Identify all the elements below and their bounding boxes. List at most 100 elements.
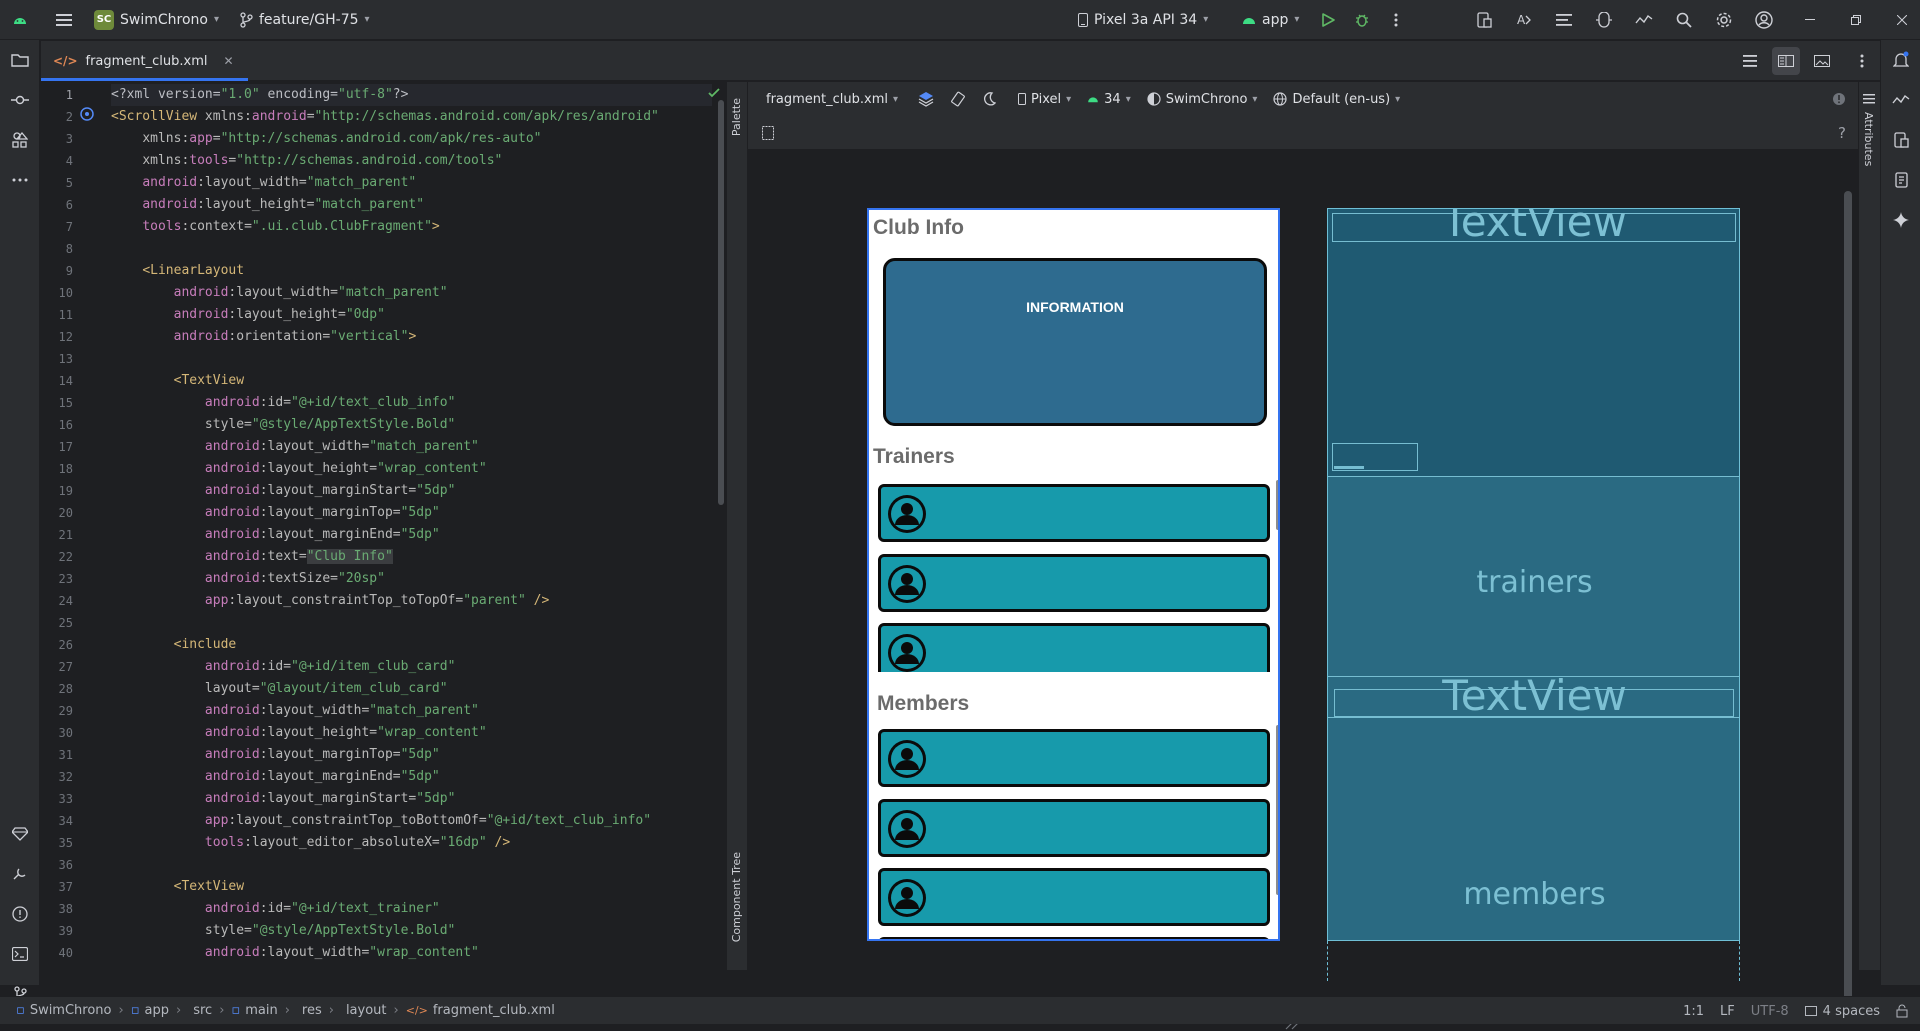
restore-icon[interactable] xyxy=(1842,6,1870,34)
device-type-selector[interactable]: Pixel ▾ xyxy=(1012,86,1077,112)
code-line[interactable]: android:text="Club Info" xyxy=(111,546,712,568)
gutter-sync-icon[interactable] xyxy=(79,106,95,122)
code-line[interactable]: android:layout_width="match_parent" xyxy=(111,172,712,194)
design-preview-screen[interactable]: Club Info INFORMATION Trainers Members xyxy=(867,208,1280,941)
debug-icon[interactable] xyxy=(1348,6,1376,34)
bp-trainers-section[interactable]: trainers xyxy=(1328,476,1739,676)
code-line[interactable]: android:layout_height="match_parent" xyxy=(111,194,712,216)
canvas-scrollbar[interactable] xyxy=(1844,191,1852,1001)
device-manager-icon[interactable] xyxy=(1470,6,1498,34)
device-frame-icon[interactable] xyxy=(762,126,774,140)
gem-icon[interactable] xyxy=(0,814,40,854)
code-line[interactable] xyxy=(111,854,712,876)
palette-tab[interactable]: Palette xyxy=(730,98,743,137)
search-icon[interactable] xyxy=(1670,6,1698,34)
code-line[interactable]: <ScrollView xmlns:android="http://schema… xyxy=(111,106,712,128)
build-variants-icon[interactable] xyxy=(1550,6,1578,34)
code-line[interactable]: android:id="@+id/text_trainer" xyxy=(111,898,712,920)
bp-textview-box[interactable] xyxy=(1332,213,1736,242)
trainers-scrollbar[interactable] xyxy=(1276,480,1278,530)
editor-scrollbar[interactable] xyxy=(718,100,724,505)
code-line[interactable]: android:layout_height="wrap_content" xyxy=(111,722,712,744)
code-line[interactable]: android:layout_marginEnd="5dp" xyxy=(111,766,712,788)
code-line[interactable]: android:layout_width="match_parent" xyxy=(111,700,712,722)
project-selector[interactable]: SC SwimChrono ▾ xyxy=(88,6,225,34)
trainers-title[interactable]: Trainers xyxy=(873,445,955,468)
code-line[interactable]: android:layout_width="wrap_content" xyxy=(111,942,712,964)
code-view-icon[interactable] xyxy=(1736,47,1764,75)
close-tab-icon[interactable]: ✕ xyxy=(223,54,234,68)
code-line[interactable]: android:layout_marginTop="5dp" xyxy=(111,502,712,524)
caret-position[interactable]: 1:1 xyxy=(1683,1003,1705,1019)
night-mode-toggle[interactable] xyxy=(976,86,1002,112)
design-canvas[interactable]: Club Info INFORMATION Trainers Members xyxy=(748,151,1858,1030)
code-line[interactable]: android:layout_marginTop="5dp" xyxy=(111,744,712,766)
device-explorer-icon[interactable] xyxy=(1881,160,1920,200)
member-card[interactable] xyxy=(878,729,1270,787)
more-tools-icon[interactable] xyxy=(0,160,40,200)
main-menu-icon[interactable] xyxy=(50,6,78,34)
code-line[interactable]: android:id="@+id/item_club_card" xyxy=(111,656,712,678)
trainer-card[interactable] xyxy=(878,554,1270,612)
breadcrumb-item[interactable]: src xyxy=(184,1003,216,1018)
file-encoding[interactable]: UTF-8 xyxy=(1750,1003,1789,1019)
information-card[interactable]: INFORMATION xyxy=(883,258,1267,426)
code-line[interactable]: android:layout_width="match_parent" xyxy=(111,282,712,304)
bp-small-view-box[interactable] xyxy=(1332,443,1418,471)
code-line[interactable]: xmlns:tools="http://schemas.android.com/… xyxy=(111,150,712,172)
breadcrumb-item[interactable]: ▫main xyxy=(227,1003,281,1018)
code-line[interactable]: <TextView xyxy=(111,876,712,898)
line-separator[interactable]: LF xyxy=(1720,1003,1735,1019)
club-info-title[interactable]: Club Info xyxy=(873,216,964,239)
code-line[interactable]: android:textSize="20sp" xyxy=(111,568,712,590)
members-scrollbar[interactable] xyxy=(1276,725,1278,895)
code-line[interactable]: xmlns:app="http://schemas.android.com/ap… xyxy=(111,128,712,150)
resource-manager-icon[interactable] xyxy=(0,120,40,160)
code-line[interactable]: tools:context=".ui.club.ClubFragment"> xyxy=(111,216,712,238)
more-actions-icon[interactable] xyxy=(1382,6,1410,34)
trainers-list[interactable] xyxy=(869,480,1278,672)
code-line[interactable]: android:id="@+id/text_club_info" xyxy=(111,392,712,414)
orientation-toggle[interactable] xyxy=(944,86,972,112)
code-line[interactable]: <LinearLayout xyxy=(111,260,712,282)
code-line[interactable]: layout="@layout/item_club_card" xyxy=(111,678,712,700)
bp-members-section[interactable]: TextView members xyxy=(1328,671,1739,940)
locale-selector[interactable]: Default (en-us) ▾ xyxy=(1267,86,1406,112)
attributes-tab[interactable]: Attributes xyxy=(1862,112,1875,167)
member-card[interactable] xyxy=(878,799,1270,857)
run-icon[interactable] xyxy=(1314,6,1342,34)
problems-icon[interactable] xyxy=(0,894,40,934)
code-line[interactable]: android:layout_marginStart="5dp" xyxy=(111,788,712,810)
device-selector[interactable]: Pixel 3a API 34 ▾ xyxy=(1072,6,1214,34)
settings-gear-icon[interactable] xyxy=(1710,6,1738,34)
app-inspection-icon[interactable] xyxy=(1590,6,1618,34)
breadcrumb-item[interactable]: layout xyxy=(337,1003,391,1018)
tab-options-icon[interactable] xyxy=(1848,47,1876,75)
layers-toggle[interactable] xyxy=(912,86,940,112)
member-card[interactable] xyxy=(878,937,1270,939)
code-line[interactable]: android:layout_marginStart="5dp" xyxy=(111,480,712,502)
bp-club-info-section[interactable]: TextView xyxy=(1328,209,1739,476)
run-config-selector[interactable]: app ▾ xyxy=(1236,6,1305,34)
bp-textview-box[interactable] xyxy=(1334,689,1734,717)
code-line[interactable]: <include xyxy=(111,634,712,656)
close-window-icon[interactable] xyxy=(1888,6,1916,34)
running-devices-icon[interactable] xyxy=(1881,80,1920,120)
api-level-selector[interactable]: 34 ▾ xyxy=(1081,86,1137,112)
code-line[interactable] xyxy=(111,612,712,634)
translate-icon[interactable]: A xyxy=(1510,6,1538,34)
issues-indicator-icon[interactable] xyxy=(1832,92,1846,106)
trainer-card[interactable] xyxy=(878,484,1270,542)
component-tree-tab[interactable]: Component Tree xyxy=(730,852,743,943)
gemini-sparkle-icon[interactable] xyxy=(1881,200,1920,240)
tab-fragment-club-xml[interactable]: </> fragment_club.xml ✕ xyxy=(41,41,248,81)
code-line[interactable]: android:layout_width="match_parent" xyxy=(111,436,712,458)
design-view-icon[interactable] xyxy=(1808,47,1836,75)
project-folder-icon[interactable] xyxy=(0,40,40,80)
account-icon[interactable] xyxy=(1750,6,1778,34)
member-card[interactable] xyxy=(878,868,1270,926)
code-line[interactable]: app:layout_constraintTop_toTopOf="parent… xyxy=(111,590,712,612)
breadcrumb-item[interactable]: ▫app xyxy=(127,1003,173,1018)
branch-selector[interactable]: feature/GH-75 ▾ xyxy=(233,6,376,34)
